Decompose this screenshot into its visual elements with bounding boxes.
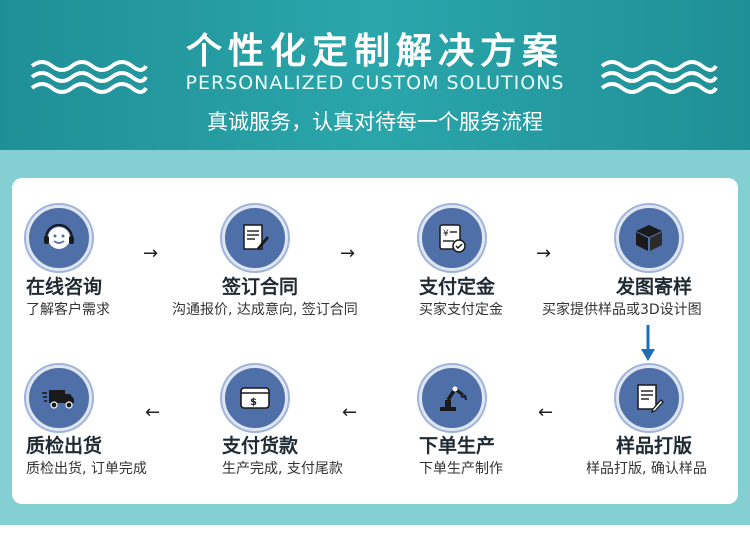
arrow-left-3: ← [145, 402, 161, 423]
arrow-left-1: ← [538, 402, 554, 423]
page-subtitle-chinese: 真诚服务，认真对待每一个服务流程 [207, 110, 543, 134]
truck-icon [26, 365, 92, 431]
svg-text:¥: ¥ [443, 229, 449, 239]
arrow-right-2: → [340, 243, 356, 264]
page-subtitle-english: PERSONALIZED CUSTOM SOLUTIONS [185, 72, 565, 94]
step-6-desc: 下单生产制作 [419, 461, 503, 477]
arrow-right-3: → [536, 243, 552, 264]
step-1-title: 在线咨询 [26, 276, 103, 298]
wave-decoration-right [600, 60, 718, 94]
sample-doc-icon [616, 365, 682, 431]
wave-decoration-left [30, 60, 148, 94]
step-2-desc: 沟通报价, 达成意向, 签订合同 [172, 302, 358, 318]
step-8-desc: 质检出货, 订单完成 [26, 461, 147, 477]
svg-text:$: $ [250, 397, 257, 408]
payment-card-icon: $ [222, 365, 288, 431]
arrow-right-1: → [143, 243, 159, 264]
robot-arm-icon [419, 365, 485, 431]
box-icon [616, 205, 682, 271]
step-4-title: 发图寄样 [616, 276, 693, 298]
page-title: 个性化定制解决方案 [185, 31, 564, 72]
headset-icon [26, 205, 92, 271]
step-1-desc: 了解客户需求 [26, 302, 110, 318]
step-7-title: 支付货款 [222, 435, 299, 457]
receipt-icon: ¥ [419, 205, 485, 271]
step-2-title: 签订合同 [222, 276, 299, 298]
step-4-desc: 买家提供样品或3D设计图 [542, 302, 702, 318]
step-5-desc: 样品打版, 确认样品 [586, 461, 707, 477]
step-8-title: 质检出货 [26, 435, 103, 457]
step-6-title: 下单生产 [419, 435, 496, 457]
arrow-left-2: ← [342, 402, 358, 423]
contract-icon [222, 205, 288, 271]
step-3-desc: 买家支付定金 [419, 302, 503, 318]
arrow-down [641, 325, 655, 361]
step-5-title: 样品打版 [616, 435, 693, 457]
step-3-title: 支付定金 [419, 276, 496, 298]
step-7-desc: 生产完成, 支付尾款 [222, 461, 343, 477]
header-banner: 个性化定制解决方案 PERSONALIZED CUSTOM SOLUTIONS … [0, 0, 750, 150]
